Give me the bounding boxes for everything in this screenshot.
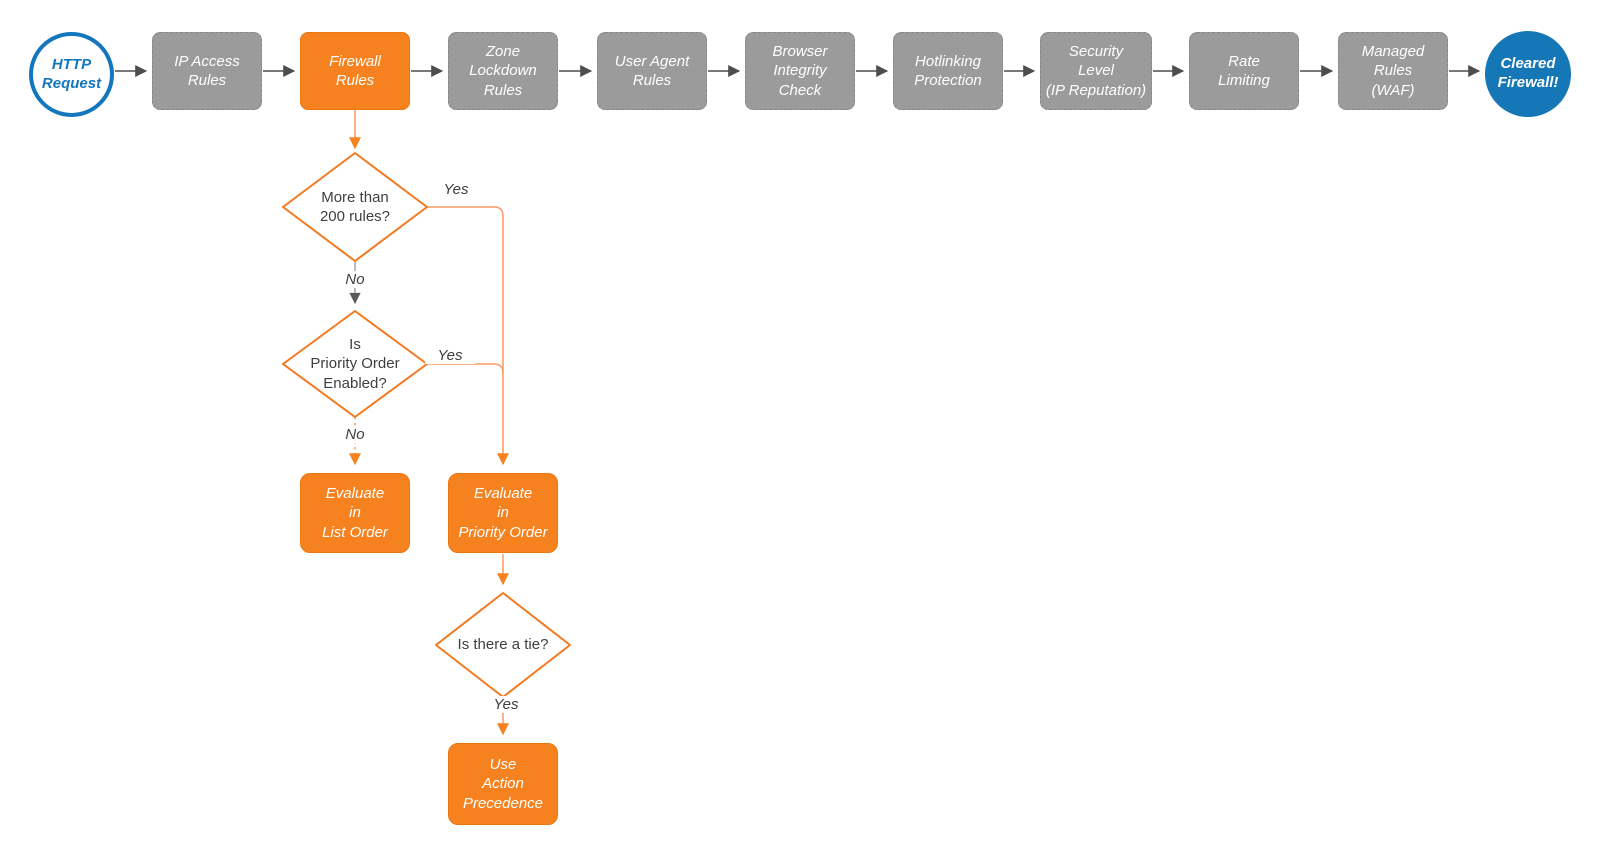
node-managed-rules-waf: Managed Rules (WAF) [1338, 32, 1448, 110]
edge-label-priority-order-no: No [331, 426, 379, 443]
edge-label-rule-count-yes: Yes [430, 181, 482, 198]
node-use-action-precedence: Use Action Precedence [448, 743, 558, 825]
edge-label-rule-count-no: No [331, 271, 379, 288]
decision-rule-count-label: More than 200 rules? [319, 188, 391, 226]
node-evaluate-in-priority-order: Evaluate in Priority Order [448, 473, 558, 553]
branch-connectors [349, 110, 509, 736]
node-security-level: Security Level (IP Reputation) [1040, 32, 1152, 110]
node-rate-limiting: Rate Limiting [1189, 32, 1299, 110]
edge-label-tie-yes: Yes [481, 696, 531, 713]
node-cleared-firewall: Cleared Firewall! [1485, 31, 1571, 117]
node-browser-integrity-check: Browser Integrity Check [745, 32, 855, 110]
node-ip-access-rules: IP Access Rules [152, 32, 262, 110]
node-user-agent-rules: User Agent Rules [597, 32, 707, 110]
decision-shapes [282, 152, 571, 698]
node-zone-lockdown-rules: Zone Lockdown Rules [448, 32, 558, 110]
decision-priority-order-label: Is Priority Order Enabled? [310, 335, 400, 392]
decision-tie-label: Is there a tie? [457, 636, 549, 654]
node-hotlinking-protection: Hotlinking Protection [893, 32, 1003, 110]
edge-label-priority-order-yes: Yes [425, 347, 475, 364]
node-firewall-rules: Firewall Rules [300, 32, 410, 110]
decision-rule-count-shape [282, 152, 428, 262]
node-evaluate-in-list-order: Evaluate in List Order [300, 473, 410, 553]
arrow-priority-order-yes-join [427, 363, 504, 374]
node-http-request: HTTP Request [29, 32, 114, 117]
decision-priority-order-shape [282, 310, 428, 418]
arrow-rule-count-yes-to-priority-evaluate [427, 206, 509, 466]
